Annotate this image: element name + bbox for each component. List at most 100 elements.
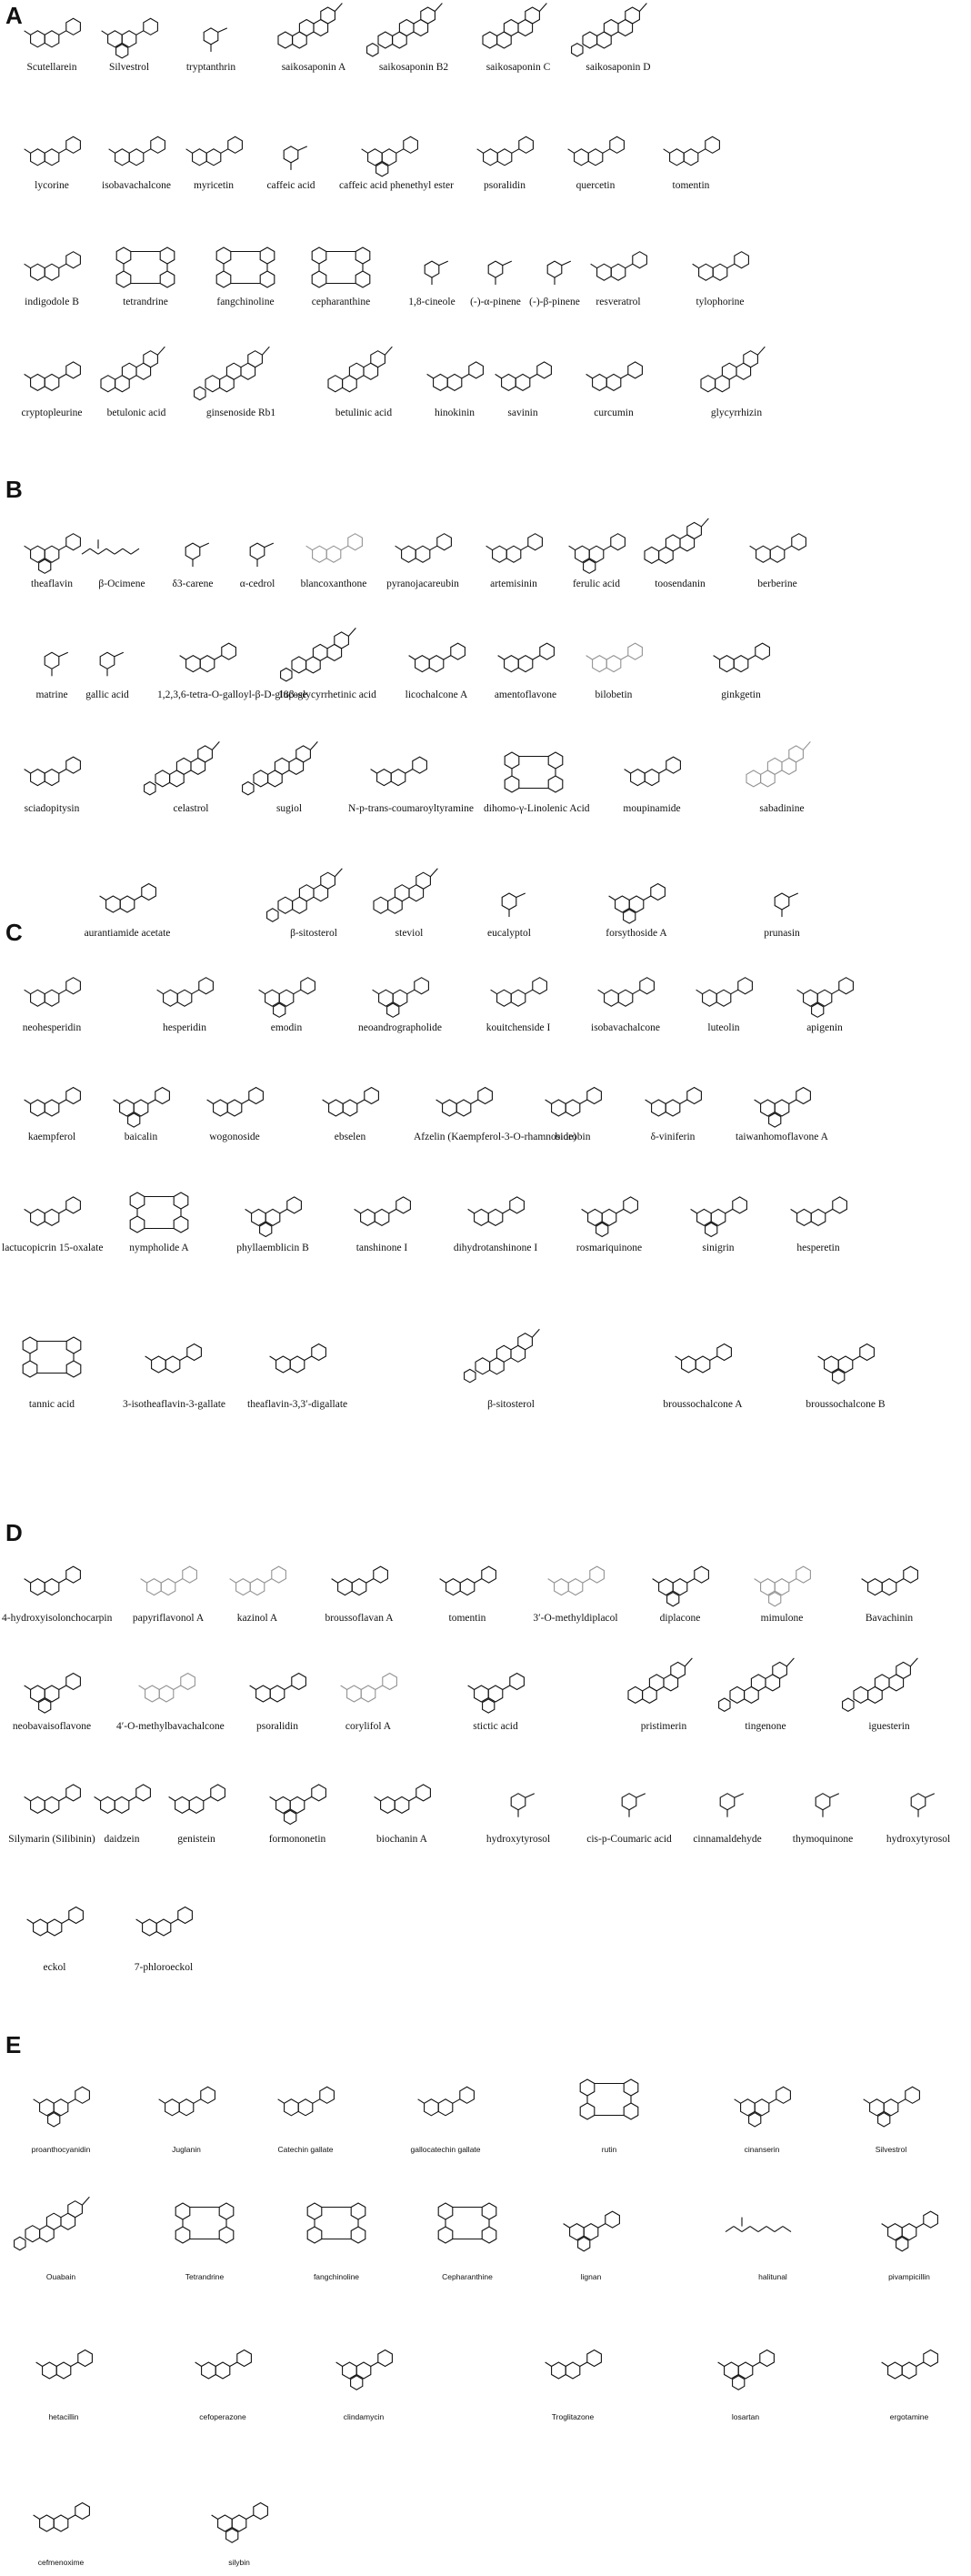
structure-drawing	[138, 1672, 195, 1703]
compound-name: celastrol	[173, 803, 209, 814]
structure-drawing	[283, 146, 308, 170]
compound-name: (-)-β-pinene	[529, 297, 580, 307]
compound-entry: Bavachinin	[839, 1551, 939, 1624]
structure-drawing	[675, 1343, 732, 1374]
structure-drawing	[24, 977, 81, 1007]
compound-entry: betulinic acid	[314, 346, 414, 418]
structure-drawing	[696, 977, 753, 1007]
compound-entry: Troglitazone	[514, 2310, 632, 2421]
compound-name: baicalin	[124, 1132, 158, 1142]
compound-name: caffeic acid phenethyl ester	[339, 180, 454, 191]
structure-drawing	[280, 628, 356, 682]
compound-name: halitunal	[758, 2272, 787, 2281]
compound-name: rutin	[601, 2145, 617, 2154]
compound-name: tylophorine	[696, 297, 745, 307]
compound-name: neobavaisoflavone	[12, 1721, 92, 1732]
structure-drawing	[269, 1343, 326, 1374]
compound-entry: theaflavin-3,3′-digallate	[247, 1315, 347, 1410]
compound-name: 4-hydroxyisolonchocarpin	[2, 1613, 113, 1624]
compound-name: berberine	[757, 579, 797, 589]
compound-name: pristimerin	[640, 1721, 687, 1732]
compound-name: isobavachalcone	[102, 180, 171, 191]
compound-entry: stictic acid	[445, 1655, 546, 1732]
structure-drawing	[482, 3, 547, 49]
structure-drawing	[586, 361, 643, 392]
compound-name: Silymarin (Silibinin)	[8, 1834, 95, 1845]
compound-entry: apigenin	[775, 964, 875, 1033]
compound-entry: hesperidin	[135, 964, 235, 1033]
compound-entry: tryptanthrin	[161, 7, 261, 73]
structure-drawing	[277, 2086, 335, 2117]
structure-drawing	[439, 1565, 496, 1596]
compound-entry: ferulic acid	[546, 520, 646, 589]
structure-drawing	[144, 741, 220, 796]
compound-name: Silvestrol	[875, 2145, 907, 2154]
compound-entry: eckol	[5, 1878, 105, 1973]
structure-drawing	[81, 539, 140, 555]
structure-drawing	[372, 977, 429, 1018]
compound-entry: cefoperazone	[164, 2310, 282, 2421]
compound-name: 4′-O-methylbavachalcone	[116, 1721, 225, 1732]
compound-name: 1,2,3,6-tetra-O-galloyl-β-D-glucose	[157, 689, 307, 700]
compound-name: neohesperidin	[22, 1022, 82, 1033]
compound-name: Catechin gallate	[277, 2145, 334, 2154]
compound-entry: Ouabain	[2, 2174, 120, 2281]
compound-name: blancoxanthone	[300, 579, 367, 589]
compound-entry: sinigrin	[668, 1182, 768, 1253]
compound-entry: ergotamine	[850, 2310, 968, 2421]
structure-drawing	[327, 346, 393, 393]
compound-name: hydroxytyrosol	[485, 1834, 551, 1845]
structure-drawing	[14, 2196, 90, 2251]
structure-drawing	[156, 977, 214, 1007]
compound-name: fangchinoline	[313, 2272, 360, 2281]
compound-entry: fangchinoline	[277, 2174, 395, 2281]
compound-name: wogonoside	[209, 1132, 260, 1142]
compound-entry: tomentin	[417, 1551, 517, 1624]
compound-name: δ3-carene	[172, 579, 214, 589]
structure-drawing	[590, 251, 647, 281]
structure-drawing	[467, 1672, 525, 1714]
structure-drawing	[563, 2210, 620, 2252]
compound-name: tingenone	[745, 1721, 786, 1732]
structure-drawing	[796, 977, 854, 1018]
compound-name: Bavachinin	[865, 1613, 914, 1624]
compound-name: aurantiamide acetate	[84, 928, 171, 939]
compound-name: rosmariquinone	[576, 1243, 643, 1253]
compound-entry: psoralidin	[227, 1655, 327, 1732]
compound-entry: gallic acid	[57, 628, 157, 700]
compound-entry: hetacillin	[5, 2310, 123, 2421]
structure-drawing	[725, 2217, 792, 2233]
compound-name: kazinol A	[236, 1613, 278, 1624]
compound-name: psoralidin	[484, 180, 526, 191]
structure-drawing	[249, 1672, 306, 1703]
structure-drawing	[815, 1793, 840, 1817]
compound-name: 7-phloroeckol	[134, 1962, 194, 1973]
structure-drawing	[269, 1784, 326, 1826]
compound-name: proanthocyanidin	[31, 2145, 91, 2154]
compound-entry: taiwanhomoflavone A	[732, 1075, 832, 1142]
structure-drawing	[586, 642, 643, 673]
compound-entry: β-Ocimene	[72, 520, 172, 589]
compound-name: saikosaponin A	[281, 62, 346, 73]
compound-entry: glycyrrhizin	[686, 346, 786, 418]
compound-entry: hinokinin	[405, 347, 505, 418]
compound-name: ginkgetin	[721, 689, 761, 700]
compound-name: glycyrrhizin	[710, 408, 763, 418]
compound-entry: α-cedrol	[207, 520, 307, 589]
compound-entry: pyranojacareubin	[373, 520, 473, 589]
structure-drawing	[467, 1196, 525, 1227]
structure-drawing	[206, 1086, 264, 1117]
compound-entry: 4-hydroxyisolonchocarpin	[2, 1551, 112, 1624]
compound-name: tomentin	[672, 180, 710, 191]
structure-drawing	[571, 3, 647, 57]
structure-drawing	[179, 642, 236, 673]
compound-name: 3′-O-methyldiplacol	[533, 1613, 618, 1624]
compound-entry: silybin	[180, 2474, 298, 2567]
panel-letter: E	[5, 2031, 22, 2058]
compound-entry: phyllaemblicin B	[223, 1182, 323, 1253]
compound-name: ebselen	[334, 1132, 366, 1142]
compound-entry: resveratrol	[568, 238, 668, 307]
compound-entry: myricetin	[164, 126, 264, 191]
compound-name: toosendanin	[655, 579, 706, 589]
compound-name: emodin	[270, 1022, 303, 1033]
